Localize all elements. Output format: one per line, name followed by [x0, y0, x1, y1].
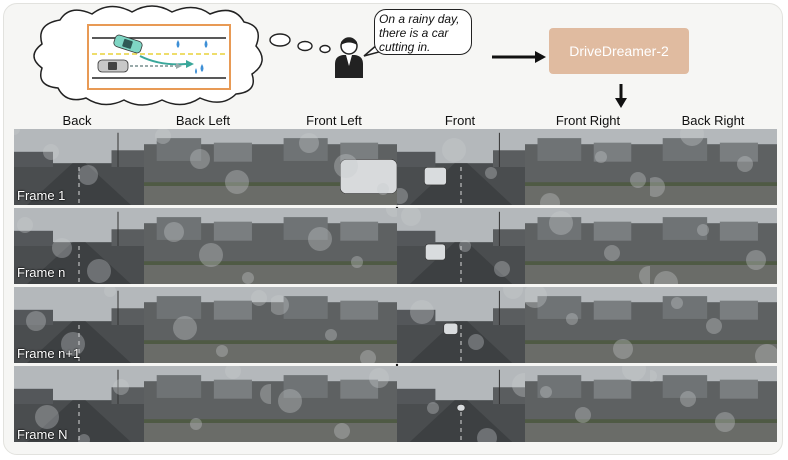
camera-frame-front-left-row-3 [271, 287, 397, 363]
camera-frame-back-left-row-2 [144, 208, 271, 284]
camera-frame-back-right-row-3 [650, 287, 777, 363]
prompt-line-1: On a rainy day, [379, 12, 460, 26]
camera-frame-front-left-row-4 [271, 366, 397, 442]
drivedreamer-model-box: DriveDreamer-2 [549, 28, 689, 74]
other-car-icon [97, 59, 129, 73]
camera-frame-back-left-row-1 [144, 129, 271, 205]
camera-frame-front-right-row-1 [525, 129, 650, 205]
view-header-front-right: Front Right [555, 113, 621, 128]
camera-frame-back-row-2 [14, 208, 144, 284]
camera-frame-front-row-3 [397, 287, 525, 363]
rain-drop-icon [176, 40, 208, 74]
scene-sketch [87, 24, 231, 90]
prompt-line-3: cutting in. [379, 40, 431, 54]
camera-frame-front-right-row-4 [525, 366, 650, 442]
camera-frame-front-row-2 [397, 208, 525, 284]
camera-frame-front-right-row-2 [525, 208, 650, 284]
camera-frame-back-left-row-3 [144, 287, 271, 363]
prompt-speech-bubble: On a rainy day, there is a car cutting i… [374, 9, 472, 55]
arrow-right-icon [492, 51, 546, 63]
view-header-back: Back [62, 113, 92, 128]
frame-label-N: Frame N [17, 427, 68, 442]
camera-frame-back-right-row-1 [650, 129, 777, 205]
frame-label-n: Frame n [17, 265, 66, 280]
ego-car-icon [113, 34, 143, 54]
camera-frame-front-row-4 [397, 366, 525, 442]
camera-frame-back-right-row-4 [650, 366, 777, 442]
camera-frame-back-row-3 [14, 287, 144, 363]
camera-frame-back-row-1 [14, 129, 144, 205]
view-header-front-left: Front Left [306, 113, 362, 128]
frame-label-n-plus-1: Frame n+1 [17, 346, 81, 361]
camera-frame-back-row-4 [14, 366, 144, 442]
camera-frame-front-row-1 [397, 129, 525, 205]
model-name: DriveDreamer-2 [569, 43, 669, 59]
camera-frame-front-left-row-1 [271, 129, 397, 205]
camera-frame-front-right-row-3 [525, 287, 650, 363]
person-icon [335, 37, 363, 78]
camera-frame-back-left-row-4 [144, 366, 271, 442]
prompt-line-2: there is a car [379, 26, 449, 40]
arrow-down-icon [615, 84, 627, 108]
view-header-back-left: Back Left [175, 113, 231, 128]
view-header-back-right: Back Right [681, 113, 745, 128]
camera-frame-front-left-row-2 [271, 208, 397, 284]
frame-label-1: Frame 1 [17, 188, 66, 203]
view-header-front: Front [444, 113, 476, 128]
camera-frame-back-right-row-2 [650, 208, 777, 284]
